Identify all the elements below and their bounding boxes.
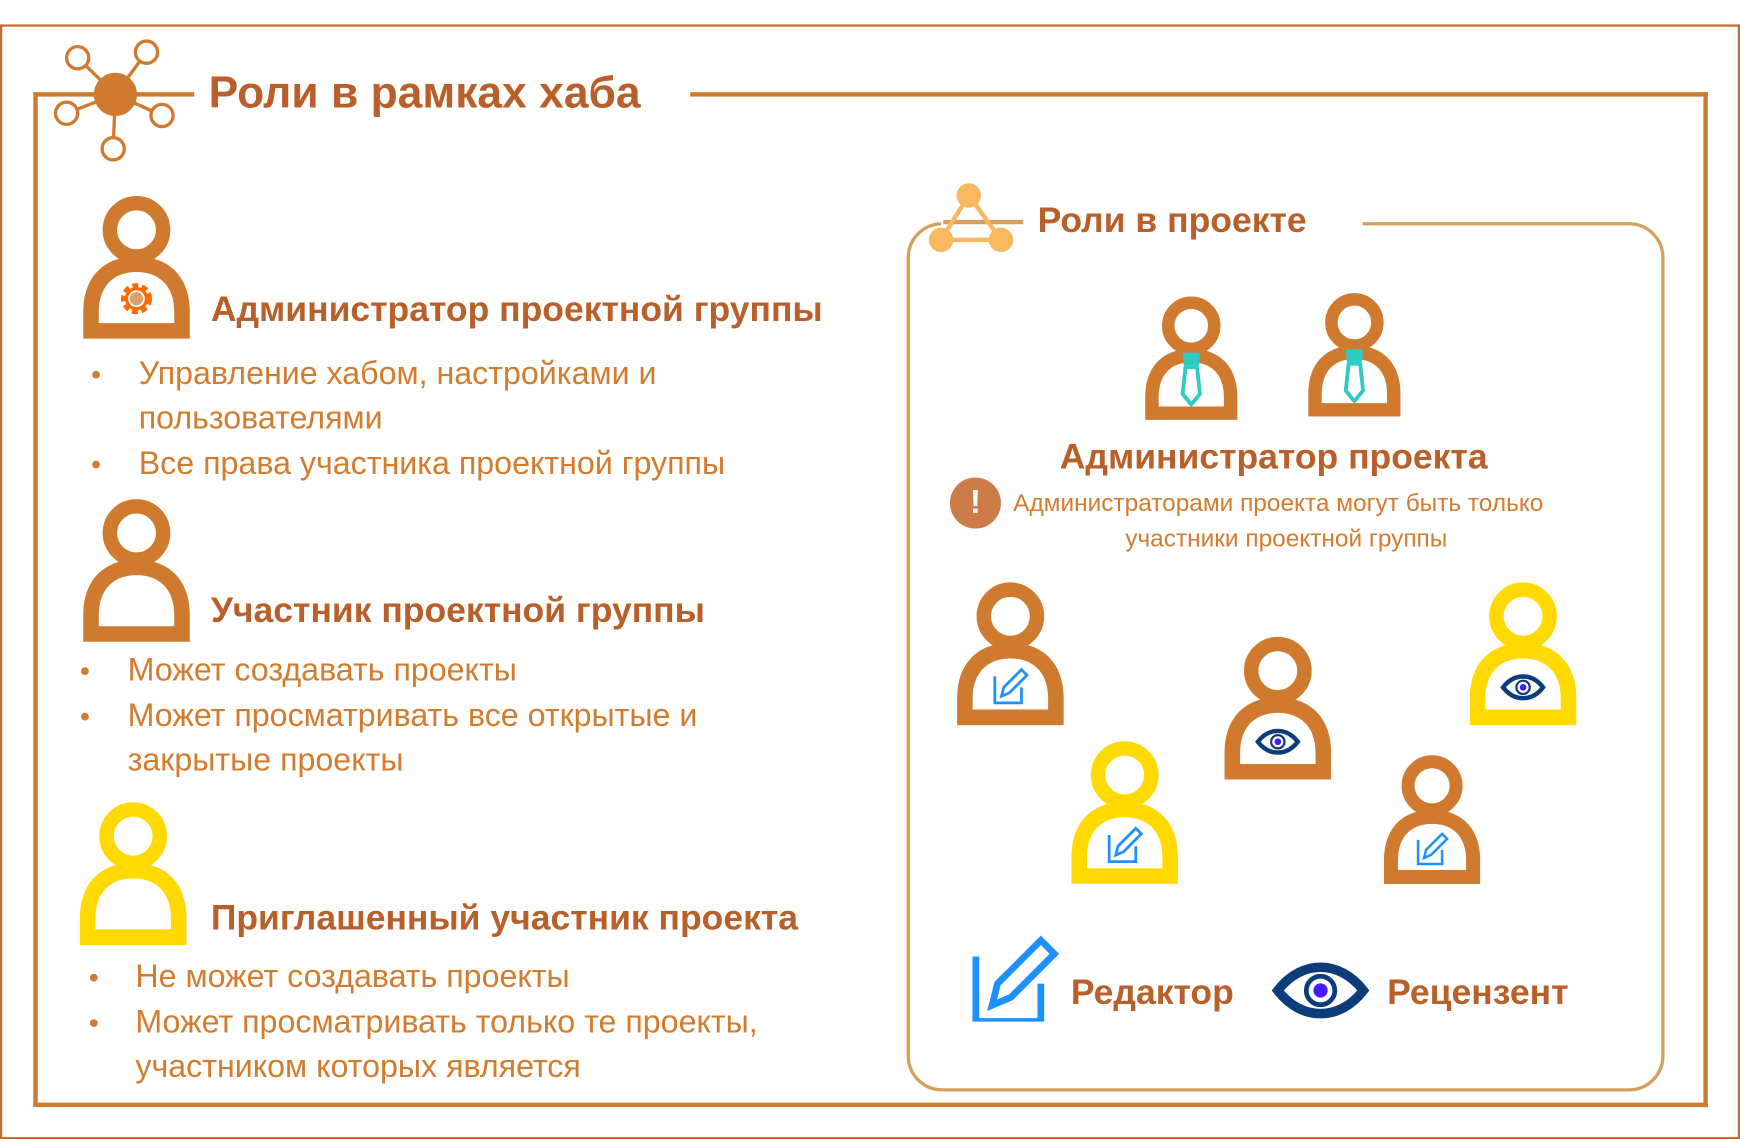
member-reviewer-person-icon bbox=[1222, 633, 1334, 781]
hub-frame-bottom bbox=[33, 1102, 1708, 1108]
bullet: • bbox=[90, 447, 102, 481]
warning-icon: ! bbox=[949, 477, 1001, 529]
bullet: • bbox=[88, 960, 99, 994]
role-hub-admin-bullet: Все права участника проектной группы bbox=[138, 446, 726, 482]
member-person-icon bbox=[81, 495, 192, 643]
role-member-bullet: Может создавать проекты bbox=[127, 652, 517, 689]
role-hub-admin-bullet: Управление хабом, настройками и bbox=[138, 356, 657, 392]
eye-icon bbox=[1271, 957, 1371, 1024]
hub-network-icon bbox=[53, 39, 175, 162]
guest-editor-person-icon bbox=[1069, 737, 1181, 885]
hub-title: Роли в рамках хаба bbox=[208, 68, 641, 118]
bullet: • bbox=[90, 357, 102, 391]
member-editor-person-icon bbox=[1382, 752, 1483, 885]
role-guest-bullet: Может просматривать только те проекты, bbox=[135, 1004, 758, 1041]
role-member-bullet: закрытые проекты bbox=[127, 742, 404, 779]
guest-reviewer-person-icon bbox=[1467, 579, 1579, 727]
project-admin-person-icon bbox=[1306, 290, 1403, 418]
role-guest-bullet: Не может создавать проекты bbox=[135, 959, 570, 995]
hub-admin-person-icon bbox=[81, 192, 192, 340]
gear-icon bbox=[120, 283, 153, 315]
role-guest-bullet: участником которых является bbox=[135, 1049, 581, 1085]
role-hub-admin-bullet: пользователями bbox=[138, 400, 383, 437]
guest-person-icon bbox=[78, 798, 189, 946]
legend-editor-label: Редактор bbox=[1070, 971, 1234, 1012]
bullet: • bbox=[79, 699, 91, 733]
hub-frame-top-right bbox=[690, 92, 1708, 97]
project-title: Роли в проекте bbox=[1037, 199, 1307, 240]
role-member-title: Участник проектной группы bbox=[210, 589, 705, 630]
member-editor-person-icon bbox=[954, 579, 1066, 727]
project-admin-note-line: Администраторами проекта могут быть толь… bbox=[1013, 488, 1544, 517]
project-admin-person-icon bbox=[1143, 293, 1240, 421]
legend-reviewer-label: Рецензент bbox=[1387, 971, 1569, 1012]
role-hub-admin-title: Администратор проектной группы bbox=[210, 288, 823, 329]
role-member-bullet: Может просматривать все открытые и bbox=[127, 698, 698, 734]
project-admin-note-line: участники проектной группы bbox=[1125, 524, 1448, 552]
hub-frame-left bbox=[33, 92, 38, 1108]
bullet: • bbox=[79, 654, 91, 688]
project-triangle-icon bbox=[928, 183, 1024, 253]
role-guest-title: Приглашенный участник проекта bbox=[210, 897, 799, 938]
pencil-icon bbox=[969, 931, 1063, 1022]
bullet: • bbox=[88, 1006, 99, 1040]
eye-icon bbox=[1503, 677, 1543, 699]
eye-icon bbox=[1258, 731, 1298, 753]
project-admin-title: Администратор проекта bbox=[1059, 436, 1488, 477]
hub-frame-right bbox=[1703, 92, 1708, 1108]
project-box-gap bbox=[941, 216, 1363, 233]
